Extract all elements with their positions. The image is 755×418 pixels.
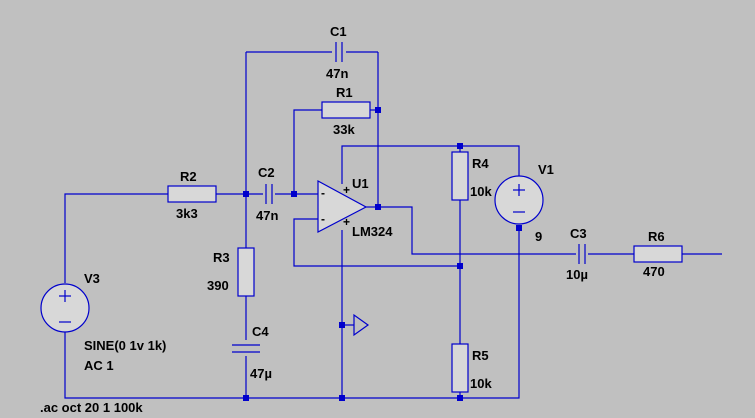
label-c1-value: 47n (326, 66, 348, 81)
resistor-r1[interactable] (321, 101, 371, 119)
label-r2-value: 3k3 (176, 206, 198, 221)
label-v3-value2: AC 1 (84, 358, 114, 373)
capacitor-c2[interactable] (265, 184, 273, 204)
label-c2-name: C2 (258, 165, 275, 180)
label-v1-value: 9 (535, 229, 542, 244)
label-v1-name: V1 (538, 162, 554, 177)
label-r3-name: R3 (213, 250, 230, 265)
junctions (243, 107, 522, 401)
label-c3-name: C3 (570, 226, 587, 241)
label-c2-value: 47n (256, 208, 278, 223)
voltage-source-v3[interactable] (40, 283, 90, 333)
label-r4-value: 10k (470, 184, 492, 199)
spice-directive[interactable]: .ac oct 20 1 100k (40, 400, 143, 415)
label-c1-name: C1 (330, 24, 347, 39)
ground-symbol (353, 313, 370, 337)
label-c4-value: 47µ (250, 366, 272, 381)
opamp-minus-label-2: - (321, 212, 325, 226)
opamp-u1[interactable] (317, 179, 368, 233)
capacitor-c4[interactable] (232, 344, 260, 353)
voltage-source-v1[interactable] (494, 175, 544, 225)
label-r3-value: 390 (207, 278, 229, 293)
label-u1-name: U1 (352, 176, 369, 191)
wires (64, 51, 722, 399)
resistor-r2[interactable] (167, 185, 217, 203)
resistor-r6[interactable] (633, 245, 683, 263)
label-r4-name: R4 (472, 156, 489, 171)
label-v3-name: V3 (84, 271, 100, 286)
label-r1-value: 33k (333, 122, 355, 137)
capacitor-c3[interactable] (578, 244, 586, 264)
label-r6-name: R6 (648, 229, 665, 244)
opamp-plus-label: + (343, 183, 350, 197)
resistor-r3[interactable] (237, 247, 255, 297)
label-c3-value: 10µ (566, 267, 588, 282)
label-c4-name: C4 (252, 324, 269, 339)
label-r1-name: R1 (336, 85, 353, 100)
resistor-r4[interactable] (451, 151, 469, 201)
label-u1-value: LM324 (352, 224, 393, 239)
label-r5-value: 10k (470, 376, 492, 391)
resistor-r5[interactable] (451, 343, 469, 393)
label-r6-value: 470 (643, 264, 665, 279)
capacitor-c1[interactable] (335, 42, 343, 62)
opamp-minus-label: - (321, 186, 325, 200)
label-r5-name: R5 (472, 348, 489, 363)
opamp-plus-label-2: + (343, 215, 350, 229)
label-r2-name: R2 (180, 169, 197, 184)
label-v3-value1: SINE(0 1v 1k) (84, 338, 166, 353)
